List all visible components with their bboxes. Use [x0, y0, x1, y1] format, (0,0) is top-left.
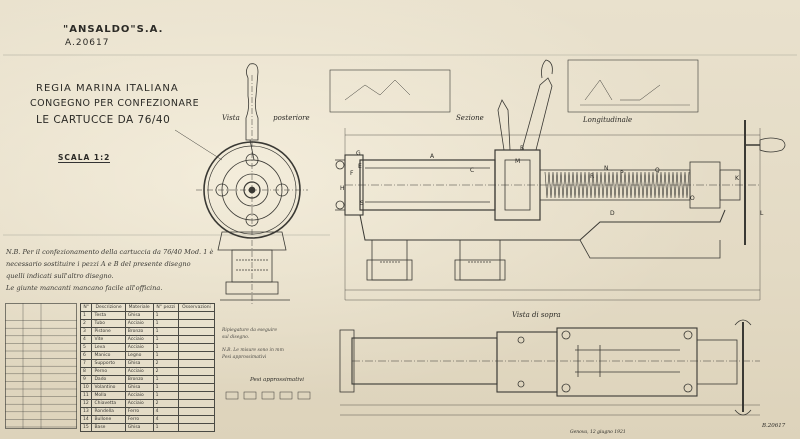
parts-table: N° Descrizione Materiale N° pezzi Osserv… — [79, 303, 216, 432]
part-letter: A — [430, 153, 435, 160]
weights-boxes — [225, 391, 311, 400]
part-letter: R — [590, 173, 594, 180]
part-letter: B — [520, 145, 524, 152]
revisions-grid — [5, 303, 77, 429]
parts-table-cell: 15 — [79, 423, 93, 432]
parts-table-header: N° Descrizione Materiale N° pezzi Osserv… — [79, 303, 216, 312]
note-block: N.B. Per il confezionamento della cartuc… — [6, 246, 306, 294]
part-letter: G — [356, 150, 361, 157]
pesi-header: Pesi approssimativi — [250, 377, 305, 383]
section-label-a: Sezione — [456, 114, 484, 122]
title-line-2: CONGEGNO PER CONFEZIONARE — [30, 98, 200, 109]
top-view-label: Vista di sopra — [512, 311, 561, 319]
note-line-1: N.B. Per il confezionamento della cartuc… — [6, 248, 214, 256]
middle-notes: Ripiegature da eseguire sul disegno. N.B… — [222, 327, 327, 361]
part-letter: O — [690, 195, 695, 202]
revisions-table — [5, 303, 77, 429]
section-label-b: Longitudinale — [583, 116, 633, 124]
part-letter: C — [470, 167, 474, 174]
title-line-1: REGIA MARINA ITALIANA — [36, 83, 179, 94]
part-letter: F — [350, 170, 354, 177]
part-letter: Q — [655, 167, 660, 174]
scale-label: SCALA 1:2 — [58, 153, 111, 163]
middle-note-4: Pesi approssimativi — [222, 355, 267, 360]
part-letter: M — [515, 158, 520, 165]
rear-view-label: Vista posteriore — [222, 114, 310, 122]
part-letter: S — [360, 200, 364, 207]
parts-table-cell: 1 — [152, 423, 179, 432]
footer-signature: Genova, 12 giugno 1921 — [570, 430, 626, 435]
longitudinal-section — [335, 59, 786, 301]
part-letter: H — [340, 185, 345, 192]
part-letter: N — [604, 165, 609, 172]
note-line-4: Le giunte mancanti mancano facile all'of… — [6, 284, 163, 292]
note-line-2: necessario sostituire i pezzi A e B del … — [6, 260, 191, 268]
top-view — [339, 319, 760, 416]
parts-table-cell: Base — [91, 423, 126, 432]
part-letter: E — [358, 163, 362, 170]
middle-note-3: N.B. Le misure sono in mm — [222, 348, 284, 353]
part-letter: K — [735, 175, 740, 182]
part-letter: P — [620, 170, 624, 177]
footer-stamp: B.20617 — [762, 423, 786, 429]
middle-note-2: sul disegno. — [222, 335, 250, 340]
middle-note-1: Ripiegature da eseguire — [222, 328, 277, 333]
company-name: "ANSALDO"S.A. — [63, 24, 164, 35]
title-line-3: LE CARTUCCE DA 76/40 — [36, 114, 171, 126]
detail-boxes — [329, 59, 699, 113]
drawing-ref: A.20617 — [65, 38, 110, 48]
rear-view — [196, 63, 308, 305]
part-letter: L — [760, 210, 764, 217]
parts-table-cell — [177, 423, 216, 432]
note-line-3: quelli indicati sull'altro disegno. — [6, 272, 114, 280]
part-letter: D — [610, 210, 615, 217]
